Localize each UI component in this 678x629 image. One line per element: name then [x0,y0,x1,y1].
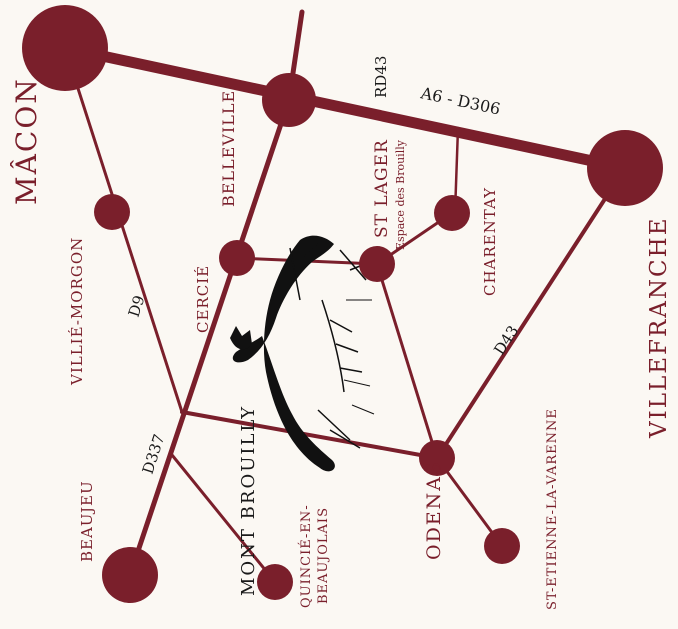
label-mont-brouilly: MONT BROUILLY [238,405,259,596]
label-villie-morgon: VILLIÉ-MORGON [68,237,86,386]
roads [59,9,631,584]
label-st-etienne: ST-ETIENNE-LA-VARENNE [545,408,560,610]
label-villefranche: VILLEFRANCHE [646,217,672,440]
road-st-lager-odenas [375,262,439,460]
town-st-etienne-dot[interactable] [484,528,520,564]
label-beaujeu: BEAUJEU [78,480,96,562]
town-quincie-dot[interactable] [257,564,293,600]
town-beaujeu-dot[interactable] [102,547,158,603]
town-labels: MÂCON BELLEVILLE VILLIÉ-MORGON CERCIÉ ST… [10,77,672,610]
town-charentay-dot[interactable] [434,195,470,231]
label-d9: D9 [125,293,149,319]
label-charentay: CHARENTAY [481,187,499,296]
label-odenas: ODENAS [423,460,445,560]
label-rd43: RD43 [372,56,390,98]
road-d43 [435,166,627,460]
label-belleville: BELLEVILLE [219,90,238,207]
label-quincie-2: BEAUJOLAIS [316,507,331,604]
town-villefranche-dot[interactable] [587,130,663,206]
label-st-lager: ST LAGER [372,139,392,238]
road-d9 [63,46,184,414]
label-quincie-1: QUINCIÉ-EN- [298,504,314,608]
label-d43: D43 [490,322,522,358]
town-cercie-dot[interactable] [219,240,255,276]
label-cercie: CERCIÉ [194,265,212,333]
label-st-lager-sub: Espace des Brouilly [394,139,407,250]
towns [22,5,663,603]
road-main-belleville-beaujeu [127,97,292,578]
town-macon-dot[interactable] [22,5,108,91]
town-villie-morgon-dot[interactable] [94,194,130,230]
label-macon: MÂCON [10,77,43,205]
town-odenas-dot[interactable] [419,440,455,476]
road-st-etienne [435,456,504,548]
town-belleville-dot[interactable] [262,73,316,127]
road-a6-d306 [59,42,631,174]
road-quincie [170,453,277,584]
town-st-lager-dot[interactable] [359,246,395,282]
label-a6-d306: A6 - D306 [418,83,502,119]
road-cross-odenas [180,410,439,460]
